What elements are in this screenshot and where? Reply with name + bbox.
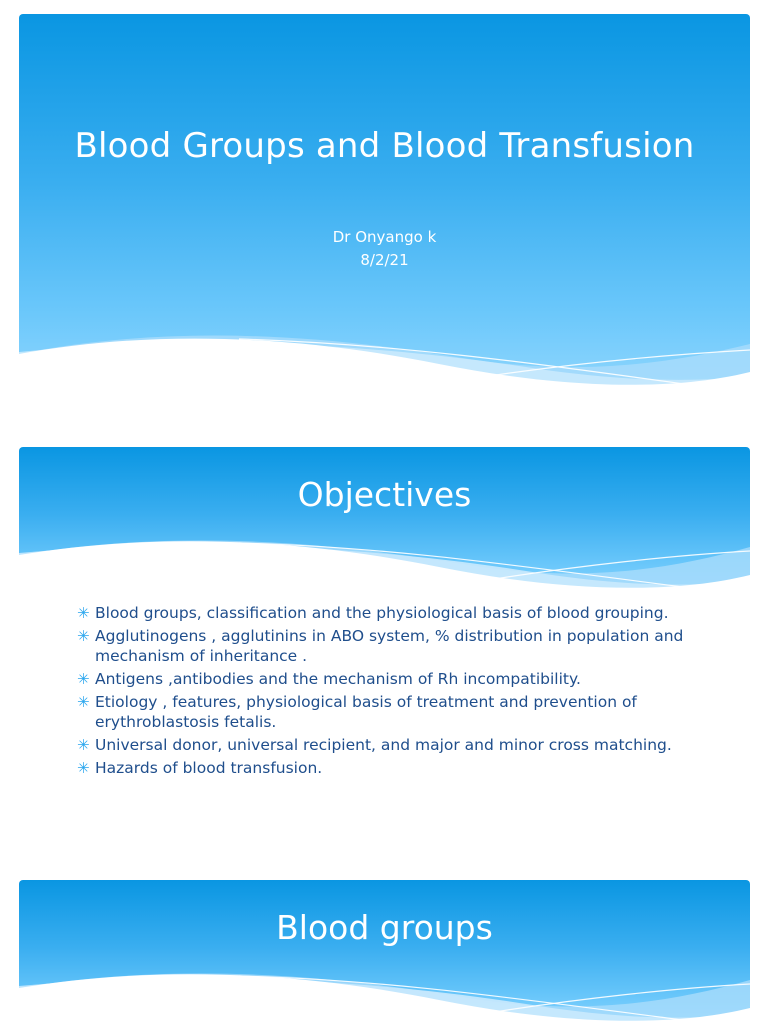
title-slide-background xyxy=(19,14,750,390)
list-item: ✳ Agglutinogens , agglutinins in ABO syst… xyxy=(77,626,707,666)
list-item-text: Antigens ,antibodies and the mechanism o… xyxy=(95,670,581,688)
list-item-text: Etiology , features, physiological basis… xyxy=(95,693,637,731)
blood-groups-slide: Blood groups xyxy=(19,880,750,1024)
list-item: ✳ Universal donor, universal recipient, a… xyxy=(77,735,707,755)
star-bullet-icon: ✳ xyxy=(77,693,90,711)
objectives-title: Objectives xyxy=(297,475,472,514)
title-slide: Blood Groups and Blood Transfusion Dr On… xyxy=(19,14,750,390)
star-bullet-icon: ✳ xyxy=(77,759,90,777)
list-item: ✳ Antigens ,antibodies and the mechanism … xyxy=(77,669,707,689)
star-bullet-icon: ✳ xyxy=(77,604,90,622)
star-bullet-icon: ✳ xyxy=(77,736,90,754)
list-item-text: Agglutinogens , agglutinins in ABO syste… xyxy=(95,627,684,665)
list-item: ✳ Etiology , features, physiological basi… xyxy=(77,692,707,732)
list-item: ✳ Hazards of blood transfusion. xyxy=(77,758,707,778)
list-item-text: Universal donor, universal recipient, an… xyxy=(95,736,672,754)
star-bullet-icon: ✳ xyxy=(77,670,90,688)
title-slide-wave-decoration xyxy=(19,335,750,390)
blood-groups-wave-decoration xyxy=(19,973,750,1024)
presenter-name: Dr Onyango k xyxy=(332,228,437,246)
list-item-text: Blood groups, classification and the phy… xyxy=(95,604,669,622)
presentation-date: 8/2/21 xyxy=(360,251,409,269)
blood-groups-title: Blood groups xyxy=(276,908,493,947)
star-bullet-icon: ✳ xyxy=(77,627,90,645)
list-item-text: Hazards of blood transfusion. xyxy=(95,759,323,777)
list-item: ✳ Blood groups, classification and the ph… xyxy=(77,603,707,623)
presentation-title: Blood Groups and Blood Transfusion xyxy=(74,126,695,166)
objectives-list: ✳ Blood groups, classification and the ph… xyxy=(77,603,707,781)
objectives-slide: Objectives ✳ Blood groups, classification… xyxy=(19,447,750,833)
objectives-wave-decoration xyxy=(19,540,750,597)
